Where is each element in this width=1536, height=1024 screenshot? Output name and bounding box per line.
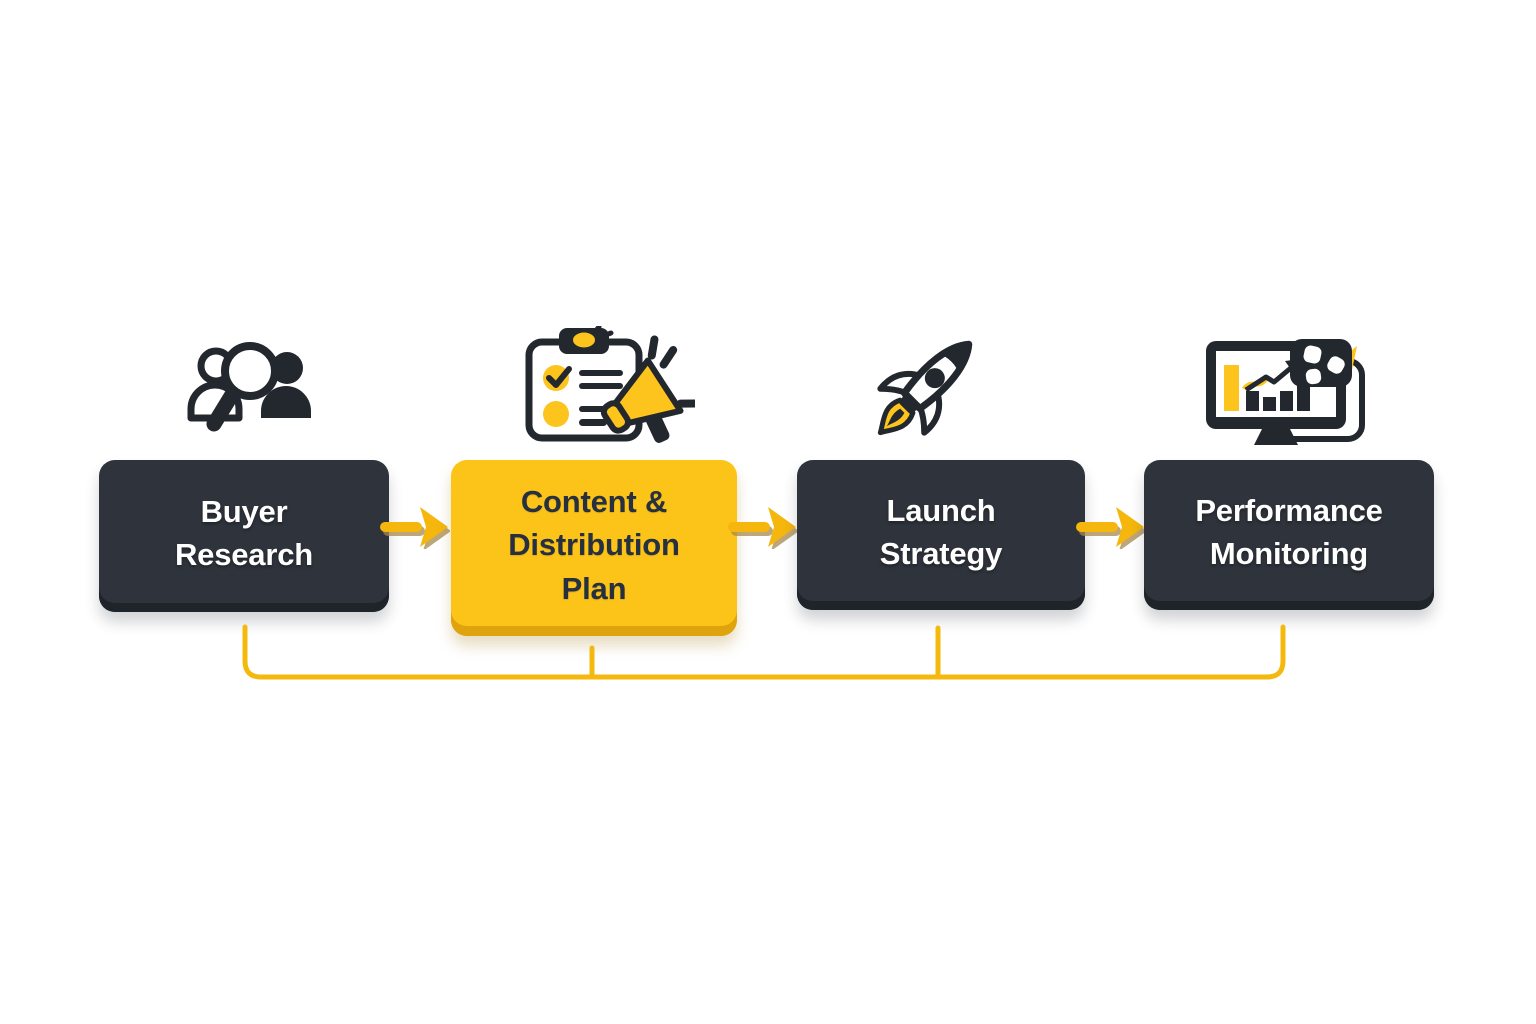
forward-arrow-3	[1076, 507, 1146, 549]
rocket-icon	[877, 340, 973, 436]
people-search-icon	[187, 342, 311, 432]
stage-label-launch-strategy: Launch Strategy	[879, 492, 1003, 571]
clipboard-megaphone-icon	[525, 326, 695, 443]
stage-label-buyer-research: Buyer Research	[175, 493, 313, 572]
stage-box-performance-monitoring: Performance Monitoring	[1144, 460, 1434, 610]
stage-box-buyer-research: Buyer Research	[99, 460, 389, 612]
forward-arrow-1	[380, 507, 450, 549]
forward-arrow-2	[728, 507, 798, 549]
stage-label-content-distribution-plan: Content & Distribution Plan	[508, 483, 680, 606]
stage-box-launch-strategy: Launch Strategy	[797, 460, 1085, 610]
stage-box-content-distribution-plan: Content & Distribution Plan	[451, 460, 737, 636]
stage-label-performance-monitoring: Performance Monitoring	[1195, 492, 1383, 571]
feedback-loop-line	[242, 624, 1286, 680]
monitor-analytics-icon	[1206, 339, 1365, 445]
